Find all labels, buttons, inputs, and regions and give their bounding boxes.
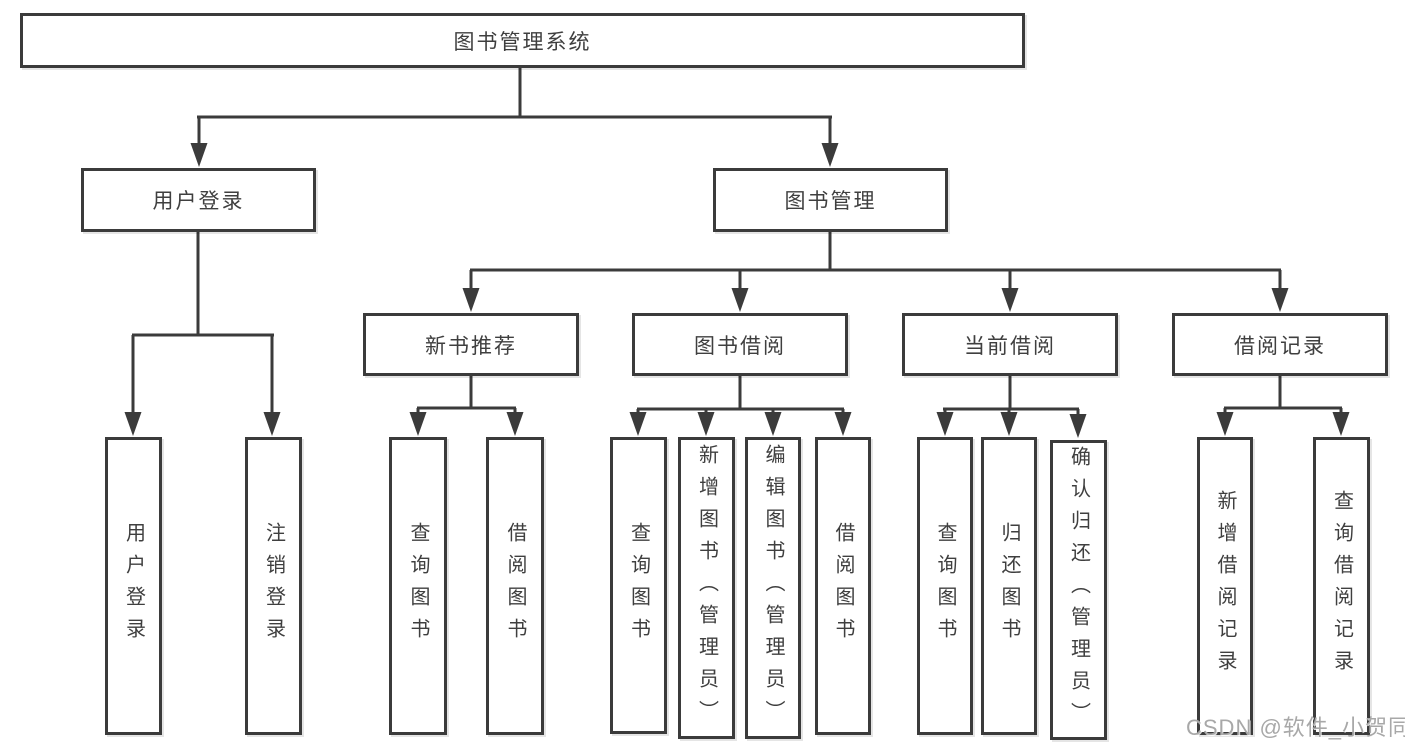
leaf-edit-book-admin: 编辑图书（管理员） xyxy=(745,437,801,739)
leaf-query-books-current: 查询图书 xyxy=(917,437,973,735)
leaf-add-book-admin: 新增图书（管理员） xyxy=(678,437,735,739)
leaf-query-books-borrow: 查询图书 xyxy=(610,437,667,734)
node-book-management: 图书管理 xyxy=(713,168,948,232)
node-book-borrow: 图书借阅 xyxy=(632,313,848,376)
node-user-login: 用户登录 xyxy=(81,168,316,232)
leaf-add-borrow-record: 新增借阅记录 xyxy=(1197,437,1253,735)
leaf-borrow-books: 借阅图书 xyxy=(815,437,871,735)
node-borrow-records: 借阅记录 xyxy=(1172,313,1388,376)
node-current-borrow: 当前借阅 xyxy=(902,313,1118,376)
leaf-user-login: 用户登录 xyxy=(105,437,162,735)
watermark-text: CSDN @软件_小贺同学 xyxy=(1186,715,1405,740)
leaf-borrow-books-recommend: 借阅图书 xyxy=(486,437,544,735)
leaf-return-book: 归还图书 xyxy=(981,437,1037,735)
leaf-query-books-recommend: 查询图书 xyxy=(389,437,447,735)
node-root: 图书管理系统 xyxy=(20,13,1025,68)
leaf-confirm-return-admin: 确认归还（管理员） xyxy=(1050,440,1107,740)
leaf-logout: 注销登录 xyxy=(245,437,302,735)
leaf-query-borrow-record: 查询借阅记录 xyxy=(1313,437,1370,735)
node-new-book-recommend: 新书推荐 xyxy=(363,313,579,376)
